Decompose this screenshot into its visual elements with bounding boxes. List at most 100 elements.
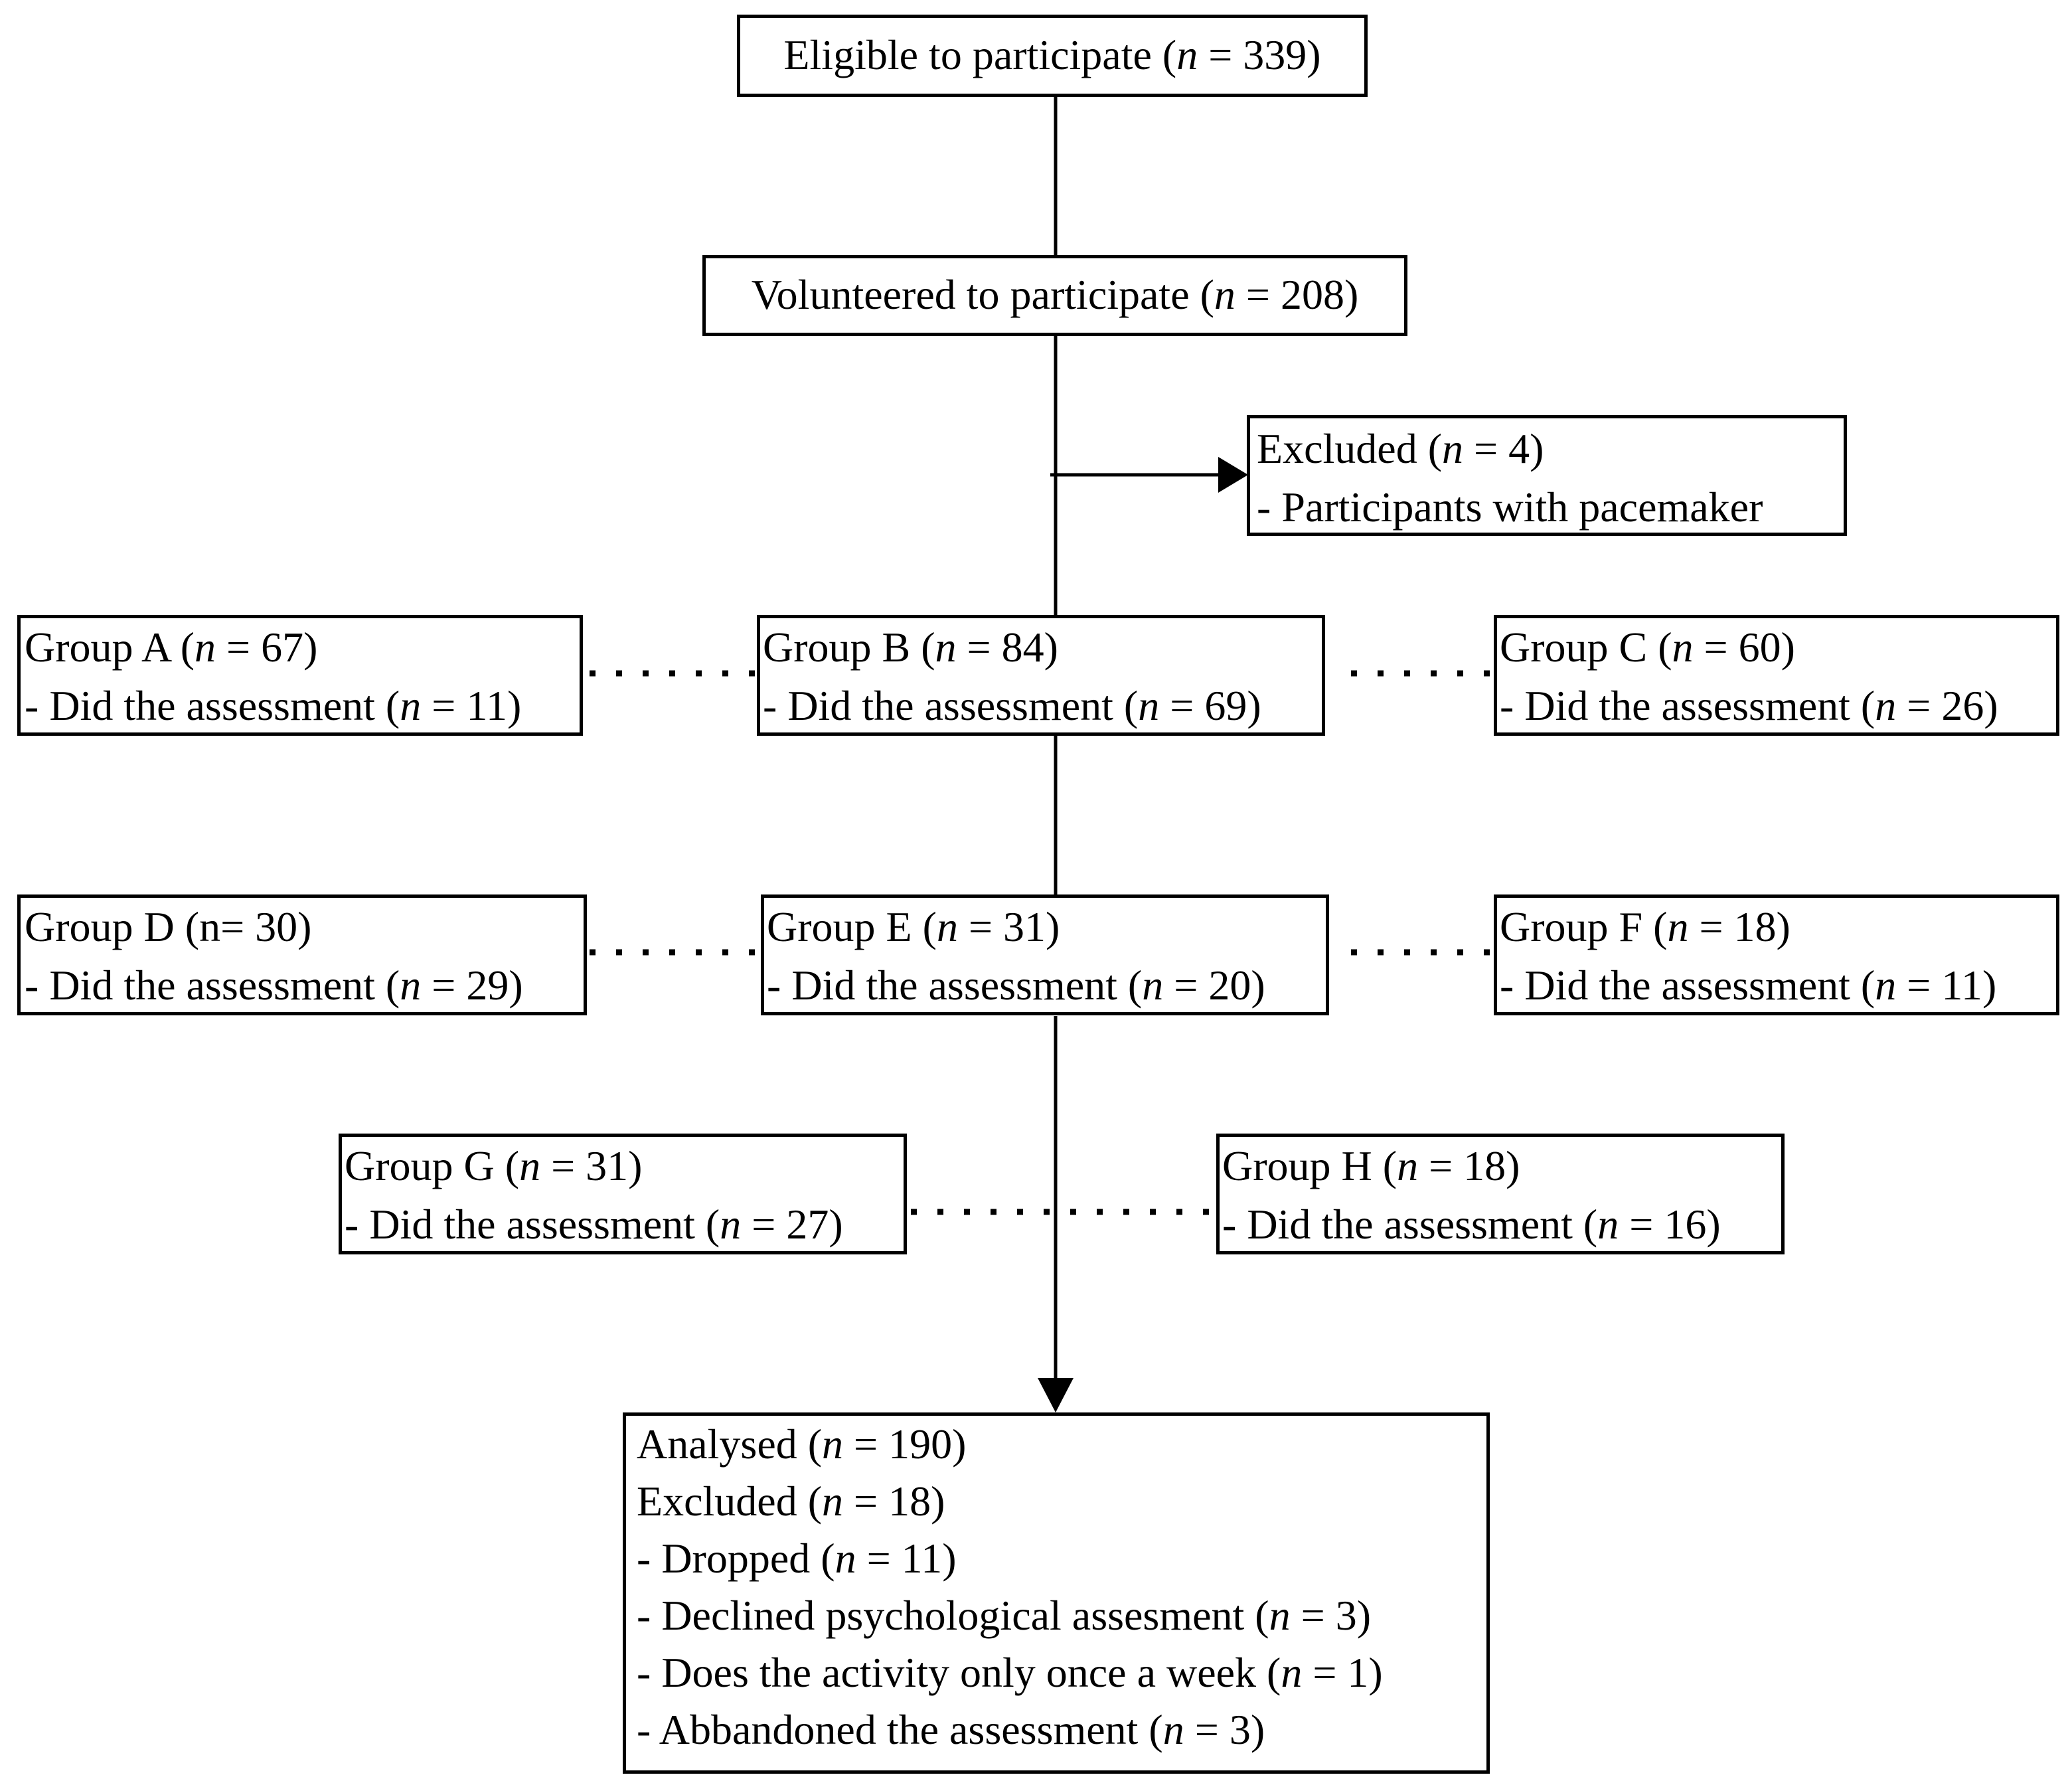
group-f-line-1: Group F (n = 18) — [1500, 898, 2056, 956]
arrowhead-excluded — [1218, 457, 1248, 493]
n-symbol: n — [1875, 682, 1897, 729]
text-segment: = 60) — [1693, 624, 1795, 671]
text-segment: - Abbandoned the assessment ( — [637, 1706, 1163, 1753]
excluded-top-line-2: - Participants with pacemaker — [1257, 478, 1837, 537]
eligible-line-1: Eligible to participate (n = 339) — [747, 18, 1358, 92]
text-segment: Group B ( — [763, 624, 935, 671]
text-segment: = 3) — [1184, 1706, 1265, 1753]
text-segment: - Does the activity only once a week ( — [637, 1649, 1281, 1696]
n-symbol: n — [1397, 1142, 1419, 1189]
text-segment: Group D (n= 30) — [25, 903, 312, 950]
text-segment: - Dropped ( — [637, 1535, 835, 1582]
n-symbol: n — [1269, 1592, 1291, 1639]
text-segment: = 3) — [1290, 1592, 1371, 1639]
volunteered-line-1: Volunteered to participate (n = 208) — [712, 258, 1397, 331]
text-segment: = 69) — [1159, 682, 1261, 729]
n-symbol: n — [1176, 31, 1198, 78]
text-segment: = 84) — [956, 624, 1058, 671]
text-segment: Analysed ( — [637, 1420, 823, 1468]
n-symbol: n — [1138, 682, 1160, 729]
analysed-line-3: - Dropped (n = 11) — [637, 1530, 1486, 1587]
group-a-box: Group A (n = 67)- Did the assessment (n … — [17, 615, 583, 736]
n-symbol: n — [1281, 1649, 1303, 1696]
text-segment: - Did the assessment ( — [1222, 1201, 1598, 1248]
analysed-line-4: - Declined psychological assesment (n = … — [637, 1587, 1486, 1644]
analysed-line-1: Analysed (n = 190) — [637, 1416, 1486, 1473]
text-segment: = 31) — [540, 1142, 643, 1189]
n-symbol: n — [400, 962, 422, 1009]
n-symbol: n — [935, 624, 957, 671]
group-g-line-1: Group G (n = 31) — [345, 1137, 904, 1195]
group-d-box: Group D (n= 30) - Did the assessment (n =… — [17, 894, 587, 1015]
text-segment: = 11) — [421, 682, 522, 729]
text-segment: = 4) — [1463, 425, 1544, 472]
text-segment: - Did the assessment ( — [25, 682, 400, 729]
group-a-line-1: Group A (n = 67) — [25, 618, 580, 677]
text-segment: - Did the assessment ( — [763, 682, 1139, 729]
text-segment: = 190) — [843, 1420, 967, 1468]
text-segment: = 26) — [1896, 682, 1998, 729]
text-segment: - Did the assessment ( — [345, 1201, 720, 1248]
n-symbol: n — [1442, 425, 1463, 472]
group-f-box: Group F (n = 18)- Did the assessment (n … — [1494, 894, 2059, 1015]
text-segment: Eligible to participate ( — [783, 31, 1177, 78]
text-segment: - Did the assessment ( — [1500, 682, 1875, 729]
group-e-line-1: Group E (n = 31) — [767, 898, 1326, 956]
n-symbol: n — [1672, 624, 1694, 671]
group-c-line-2: - Did the assessment (n = 26) — [1500, 677, 2056, 735]
text-segment: - Declined psychological assesment ( — [637, 1592, 1269, 1639]
text-segment: = 339) — [1198, 31, 1321, 78]
n-symbol: n — [1142, 962, 1164, 1009]
text-segment: = 16) — [1619, 1201, 1721, 1248]
group-c-box: Group C (n = 60)- Did the assessment (n … — [1494, 615, 2059, 736]
excluded-top-line-1: Excluded (n = 4) — [1257, 420, 1837, 478]
text-segment: Group A ( — [25, 624, 195, 671]
text-segment: = 208) — [1235, 271, 1359, 318]
text-segment: Volunteered to participate ( — [751, 271, 1214, 318]
group-h-line-1: Group H (n = 18) — [1222, 1137, 1781, 1195]
group-g-line-2: - Did the assessment (n = 27) — [345, 1195, 904, 1254]
text-segment: = 18) — [843, 1478, 945, 1525]
n-symbol: n — [936, 903, 958, 950]
text-segment: - Did the assessment ( — [1500, 962, 1875, 1009]
group-g-box: Group G (n = 31)- Did the assessment (n … — [339, 1134, 907, 1254]
text-segment: = 27) — [741, 1201, 843, 1248]
volunteered-box: Volunteered to participate (n = 208) — [702, 255, 1407, 336]
text-segment: - Did the assessment ( — [25, 962, 400, 1009]
text-segment: = 1) — [1302, 1649, 1383, 1696]
text-segment: = 20) — [1163, 962, 1265, 1009]
group-b-line-1: Group B (n = 84) — [763, 618, 1322, 677]
excluded-top-box: Excluded (n = 4) - Participants with pace… — [1247, 415, 1847, 536]
n-symbol: n — [822, 1478, 843, 1525]
text-segment: Excluded ( — [1257, 425, 1442, 472]
eligible-box: Eligible to participate (n = 339) — [737, 15, 1368, 97]
text-segment: - Participants with pacemaker — [1257, 483, 1763, 531]
text-segment: - Did the assessment ( — [767, 962, 1143, 1009]
n-symbol: n — [835, 1535, 856, 1582]
text-segment: = 18) — [1688, 903, 1791, 950]
group-h-box: Group H (n = 18)- Did the assessment (n … — [1216, 1134, 1785, 1254]
n-symbol: n — [400, 682, 422, 729]
n-symbol: n — [822, 1420, 844, 1468]
group-e-box: Group E (n = 31)- Did the assessment (n … — [761, 894, 1329, 1015]
text-segment: Group C ( — [1500, 624, 1672, 671]
n-symbol: n — [519, 1142, 541, 1189]
group-a-line-2: - Did the assessment (n = 11) — [25, 677, 580, 735]
n-symbol: n — [195, 624, 216, 671]
text-segment: = 67) — [216, 624, 318, 671]
arrowhead-analysed — [1038, 1378, 1074, 1412]
n-symbol: n — [1162, 1706, 1184, 1753]
group-h-line-2: - Did the assessment (n = 16) — [1222, 1195, 1781, 1254]
text-segment: = 18) — [1418, 1142, 1520, 1189]
n-symbol: n — [1214, 271, 1235, 318]
text-segment: = 11) — [856, 1535, 957, 1582]
group-e-line-2: - Did the assessment (n = 20) — [767, 956, 1326, 1015]
text-segment: Group F ( — [1500, 903, 1668, 950]
text-segment: Group E ( — [767, 903, 937, 950]
text-segment: Excluded ( — [637, 1478, 822, 1525]
analysed-box: Analysed (n = 190)Excluded (n = 18)- Dro… — [623, 1412, 1490, 1774]
text-segment: = 31) — [957, 903, 1060, 950]
group-d-line-2: - Did the assessment (n = 29) — [25, 956, 584, 1015]
